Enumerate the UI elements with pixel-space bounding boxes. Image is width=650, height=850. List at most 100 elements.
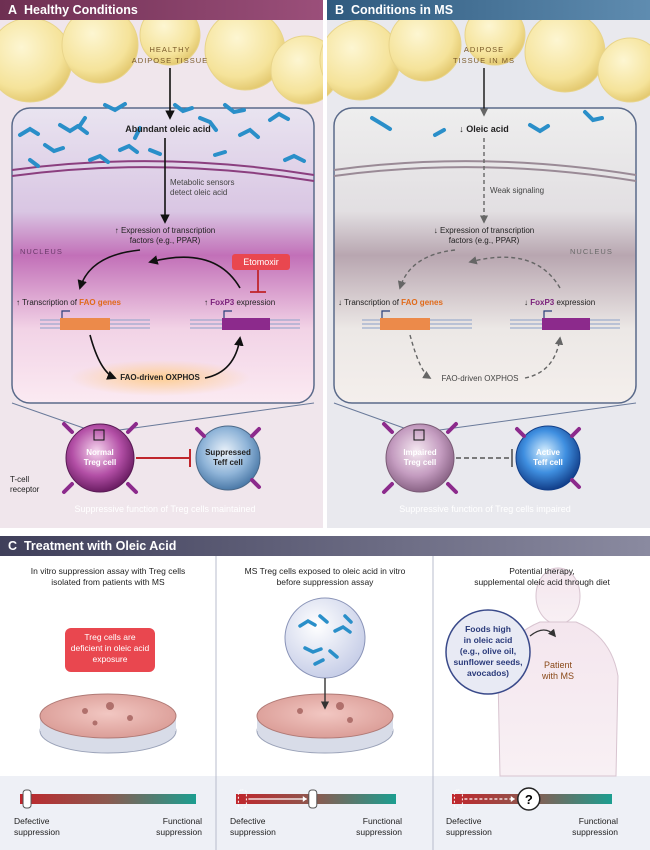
oleic-acid-molecules-a <box>18 102 306 168</box>
teff-a-line1: Suppressed <box>205 448 251 457</box>
col2-title-line2: before suppression assay <box>276 577 374 587</box>
patient-line1: Patient <box>543 660 573 670</box>
petri-dish-2 <box>256 693 394 754</box>
scale-left-label-2: suppression <box>230 827 276 837</box>
dna-fao-genes-a <box>40 310 150 330</box>
panel-b-header: B Conditions in MS <box>327 0 650 20</box>
foods-bubble <box>445 609 556 695</box>
treg-label-a: Normal Treg cell <box>70 448 130 468</box>
panel-c-header: C Treatment with Oleic Acid <box>0 536 650 556</box>
scale-marker-1 <box>22 789 32 809</box>
top-panels-art <box>0 4 650 528</box>
sensors-line2: detect oleic acid <box>170 188 228 197</box>
tf-b-line2: factors (e.g., PPAR) <box>448 236 520 245</box>
col1-title: In vitro suppression assay with Treg cel… <box>8 566 208 588</box>
panel-c-art <box>0 556 650 850</box>
nucleus-label-b: NUCLEUS <box>570 247 613 256</box>
adipose-label-a-line2: ADIPOSE TISSUE <box>131 56 209 65</box>
panel-c-letter: C <box>8 539 18 553</box>
footer-a: Suppressive function of Treg cells maint… <box>74 504 256 514</box>
scale-right-label-1: Functional <box>579 816 618 826</box>
panel-a-header: A Healthy Conditions <box>0 0 323 20</box>
col1-title-line2: isolated from patients with MS <box>51 577 165 587</box>
fao-a-genes: FAO genes <box>79 298 121 307</box>
fao-a-prefix: ↑ Transcription of <box>16 298 80 307</box>
fao-b-prefix: ↓ Transcription of <box>338 298 402 307</box>
tf-a-line1: ↑ Expression of transcription <box>114 226 216 235</box>
dna-foxp3-b <box>510 310 620 330</box>
foods-line2: in oleic acid <box>463 635 513 645</box>
pathway-arrows-b <box>397 68 564 379</box>
tf-b-line1: ↓ Expression of transcription <box>433 226 535 235</box>
col3-title-line2: supplemental oleic acid through diet <box>474 577 610 587</box>
scale-right-label-2: suppression <box>156 827 202 837</box>
foods-line5: avocados) <box>466 668 510 678</box>
adipose-label-a: HEALTHY ADIPOSE TISSUE <box>120 44 220 66</box>
deficient-text: Treg cells are deficient in oleic acid e… <box>65 632 155 665</box>
treg-b-line1: Impaired <box>403 448 437 457</box>
scale-left-label-2: suppression <box>14 827 60 837</box>
suppression-scale-2: DefectivesuppressionFunctionalsuppressio… <box>230 789 402 837</box>
patient-line2: with MS <box>541 671 574 681</box>
foxp3-a-prefix: ↑ <box>204 298 211 307</box>
adipose-label-b-line2: TISSUE IN MS <box>452 56 515 65</box>
scale-right-label-1: Functional <box>163 816 202 826</box>
tf-label-b: ↓ Expression of transcription factors (e… <box>414 226 554 246</box>
sensors-line1: Metabolic sensors <box>170 178 235 187</box>
tcr-label: T-cell receptor <box>10 475 50 495</box>
deficient-line3: exposure <box>92 654 128 664</box>
foods-text: Foods high in oleic acid (e.g., olive oi… <box>450 624 526 679</box>
oxphos-label-a: FAO-driven OXPHOS <box>120 373 200 382</box>
col3-title: Potential therapy, supplemental oleic ac… <box>440 566 644 588</box>
foxp3-b-prefix: ↓ <box>524 298 531 307</box>
foxp3-a-name: FoxP3 <box>210 298 235 307</box>
deficient-box <box>65 628 155 672</box>
scale-left-label-1: Defective <box>446 816 482 826</box>
pathway-arrows-a <box>77 68 244 380</box>
scale-right-label-2: suppression <box>356 827 402 837</box>
teff-label-b: Active Teff cell <box>518 448 578 468</box>
suppression-scale-1: DefectivesuppressionFunctionalsuppressio… <box>14 789 202 837</box>
treg-label-b: Impaired Treg cell <box>390 448 450 468</box>
panel-b-title: Conditions in MS <box>350 3 454 17</box>
foods-line1: Foods high <box>465 624 511 634</box>
petri-dish-1 <box>39 693 177 754</box>
scale-right-label-2: suppression <box>572 827 618 837</box>
question-mark-text: ? <box>525 792 533 807</box>
foxp3-b-suffix: expression <box>554 298 596 307</box>
col1-title-line1: In vitro suppression assay with Treg cel… <box>30 566 186 576</box>
oleic-acid-bubble <box>284 597 366 710</box>
patient-label: Patient with MS <box>528 660 588 682</box>
fao-transcription-label-b: ↓ Transcription of FAO genes <box>338 298 478 308</box>
suppressed-teff-cell <box>195 425 261 491</box>
foxp3-b-name: FoxP3 <box>530 298 555 307</box>
deficient-line2: deficient in oleic acid <box>70 643 150 653</box>
dna-foxp3-a <box>190 310 300 330</box>
etomoxir-badge: Etomoxir <box>232 254 290 270</box>
scale-right-label-1: Functional <box>363 816 402 826</box>
weak-signaling-label: Weak signaling <box>490 186 545 195</box>
nucleus-label-a: NUCLEUS <box>20 247 63 256</box>
panel-a-title: Healthy Conditions <box>23 3 138 17</box>
adipose-label-b-line1: ADIPOSE <box>463 45 505 54</box>
suppression-scale-3: ?DefectivesuppressionFunctionalsuppressi… <box>446 787 618 837</box>
foxp3-label-b: ↓ FoxP3 expression <box>524 298 634 308</box>
treg-a-line2: Treg cell <box>83 458 117 467</box>
deficient-line1: Treg cells are <box>84 632 136 642</box>
foods-line3: (e.g., olive oil, <box>459 646 517 656</box>
abundant-oleic-label: Abundant oleic acid <box>125 124 211 134</box>
foxp3-label-a: ↑ FoxP3 expression <box>204 298 314 308</box>
suppression-scales: DefectivesuppressionFunctionalsuppressio… <box>14 787 618 837</box>
panel-a-letter: A <box>8 3 18 17</box>
sensors-label: Metabolic sensors detect oleic acid <box>170 178 270 198</box>
teff-a-line2: Teff cell <box>213 458 243 467</box>
foxp3-a-suffix: expression <box>234 298 276 307</box>
adipose-label-b: ADIPOSE TISSUE IN MS <box>434 44 534 66</box>
oleic-acid-molecules-b <box>370 110 604 137</box>
tf-a-line2: factors (e.g., PPAR) <box>129 236 201 245</box>
col2-title: MS Treg cells exposed to oleic acid in v… <box>222 566 428 588</box>
scale-left-label-1: Defective <box>230 816 266 826</box>
col3-title-line1: Potential therapy, <box>509 566 575 576</box>
decreased-oleic-label: ↓ Oleic acid <box>459 124 509 134</box>
adipose-label-a-line1: HEALTHY <box>149 45 191 54</box>
